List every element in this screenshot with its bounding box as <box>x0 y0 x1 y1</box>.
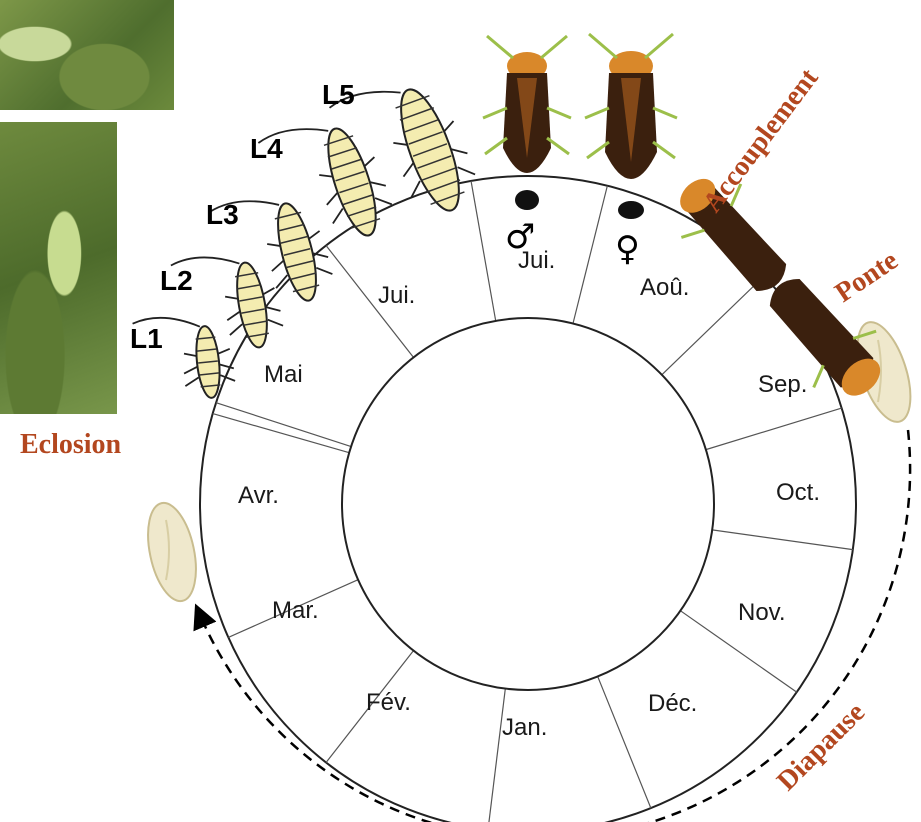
event-label-eclosion: Eclosion <box>20 429 122 460</box>
month-label-sep: Sep. <box>758 371 807 398</box>
month-label-dec: Déc. <box>648 690 697 717</box>
stage-label-l5: L5 <box>322 79 355 110</box>
month-label-oct: Oct. <box>776 479 820 506</box>
female-symbol: ♀ <box>615 229 640 269</box>
month-label-mai: Mai <box>264 361 303 388</box>
month-label-nov: Nov. <box>738 599 786 626</box>
month-label-jan: Jan. <box>502 714 547 741</box>
month-label-avr: Avr. <box>238 482 279 509</box>
egg-left-icon <box>140 499 204 606</box>
stage-label-l4: L4 <box>250 133 283 164</box>
month-label-jui1: Jui. <box>378 282 415 309</box>
month-label-aou: Aoû. <box>640 274 689 301</box>
event-label-accouplement: Accouplement <box>697 62 825 218</box>
stage-label-l2: L2 <box>160 265 193 296</box>
event-label-diapause: Diapause <box>771 697 871 797</box>
month-label-mar: Mar. <box>272 597 319 624</box>
event-label-ponte: Ponte <box>830 245 904 309</box>
stage-label-l1: L1 <box>130 323 163 354</box>
stage-label-l3: L3 <box>206 199 239 230</box>
inner-circle <box>342 318 714 690</box>
male-symbol: ♂ <box>505 217 535 257</box>
month-label-fev: Fév. <box>366 689 411 716</box>
